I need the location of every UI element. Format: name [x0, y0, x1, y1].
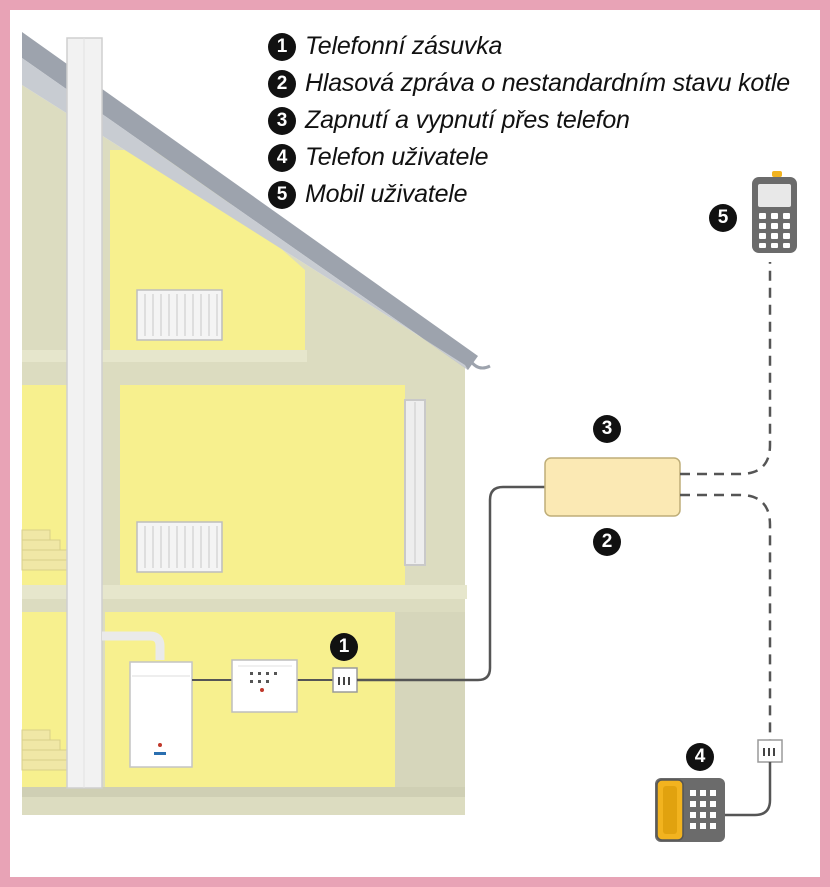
legend-label: Hlasová zpráva o nestandardním stavu kot…: [305, 69, 790, 97]
desk-phone-icon: [655, 778, 725, 842]
legend-number: 3: [268, 106, 296, 135]
mobile-phone-icon: [752, 171, 797, 253]
legend-item: 1 Telefonní zásuvka: [268, 28, 790, 65]
legend-item: 2 Hlasová zpráva o nestandardním stavu k…: [268, 65, 790, 102]
legend-number: 4: [268, 143, 296, 172]
legend-item: 5 Mobil uživatele: [268, 176, 790, 213]
phone-socket-icon: [757, 739, 783, 763]
legend: 1 Telefonní zásuvka 2 Hlasová zpráva o n…: [268, 28, 790, 213]
legend-label: Telefon uživatele: [305, 143, 489, 171]
cable-socket-desk-phone: [722, 762, 772, 817]
legend-label: Zapnutí a vypnutí přes telefon: [305, 106, 630, 134]
legend-item: 4 Telefon uživatele: [268, 139, 790, 176]
cable-socket-module: [357, 485, 545, 682]
telephone-module-icon: [544, 457, 681, 517]
phone-socket-icon: [332, 667, 358, 693]
marker-remote-control: 3: [593, 415, 621, 443]
radiator-icon: [136, 521, 223, 573]
roof: [22, 32, 491, 370]
legend-label: Mobil uživatele: [305, 180, 468, 208]
dashed-line-mobile: [680, 262, 772, 476]
flue-pipe: [102, 631, 165, 660]
dashed-line-phone: [680, 493, 772, 740]
legend-number: 5: [268, 180, 296, 209]
marker-user-mobile: 5: [709, 204, 737, 232]
controller-icon: [231, 659, 298, 713]
legend-number: 1: [268, 32, 296, 61]
radiator-icon: [136, 289, 223, 341]
boiler-icon: [129, 661, 193, 768]
legend-item: 3 Zapnutí a vypnutí přes telefon: [268, 102, 790, 139]
marker-user-phone: 4: [686, 743, 714, 771]
marker-voice-message: 2: [593, 528, 621, 556]
legend-label: Telefonní zásuvka: [305, 32, 503, 60]
marker-socket: 1: [330, 633, 358, 661]
chimney: [66, 37, 103, 789]
legend-number: 2: [268, 69, 296, 98]
